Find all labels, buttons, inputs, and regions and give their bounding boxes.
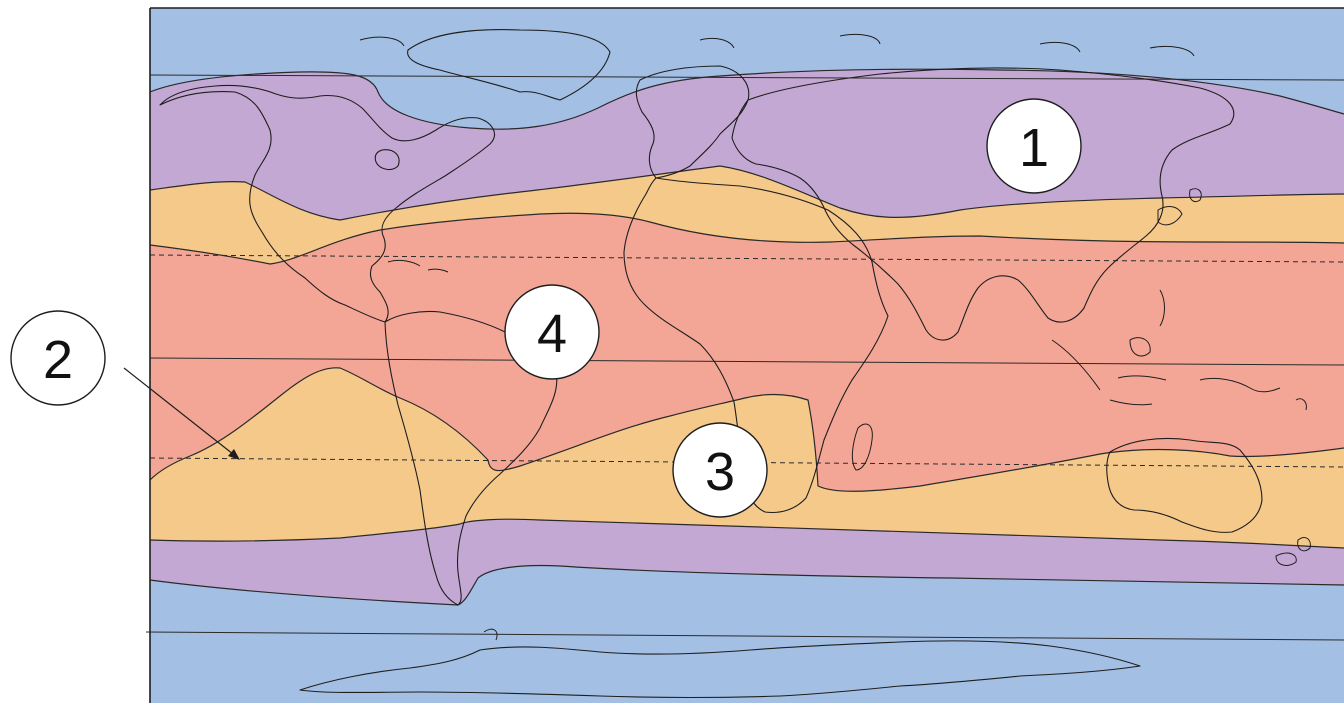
marker-2-label: 2 [43,330,73,390]
marker-3-label: 3 [705,442,735,502]
coastlines [159,29,1311,699]
marker-2-pointer-arrowhead [228,449,240,460]
tropical-zone [150,213,1344,492]
marker-1-label: 1 [1019,118,1049,178]
australia-outline [1106,438,1263,533]
europe-outline [635,65,750,179]
marker-4: 4 [504,284,600,380]
marker-2: 2 [10,310,106,406]
marker-3: 3 [672,422,768,518]
marker-1: 1 [986,98,1082,194]
marker-4-label: 4 [537,304,567,364]
africa-outline [623,177,889,514]
marker-2-pointer [123,367,239,459]
antarctica-outline [299,640,1141,699]
north-america-outline [159,84,495,323]
greenland-outline [407,29,611,101]
asia-outline [731,67,1235,341]
zone-boundaries [149,68,1344,606]
